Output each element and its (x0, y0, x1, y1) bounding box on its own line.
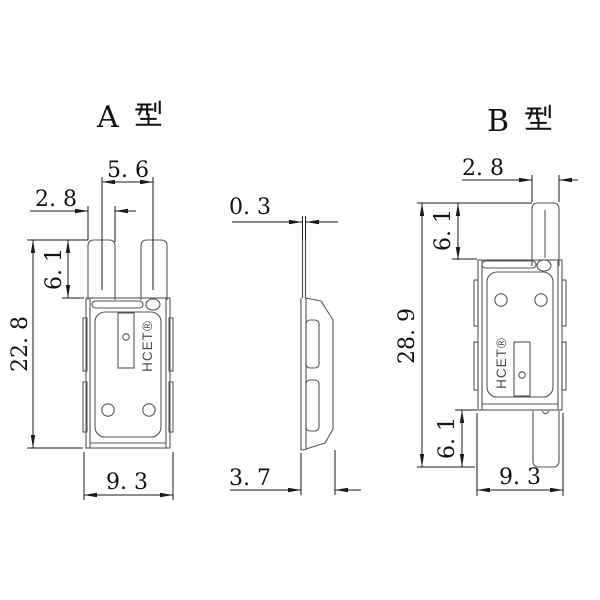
view-side-outline (300, 240, 334, 451)
type-a-left-clip-lower (82, 381, 88, 433)
type-b-left-clip-lower (473, 341, 479, 391)
dim-a-pin-pitch: 5. 6 (107, 158, 149, 183)
title-a-letter: A (97, 100, 119, 135)
type-b-bottom-terminal (532, 411, 560, 468)
type-a-inner-face (94, 311, 162, 438)
dim-a-pin-width: 2. 8 (35, 187, 77, 212)
side-body-profile (305, 297, 334, 450)
type-a-slot (117, 312, 135, 369)
title-type-a: A (97, 100, 162, 135)
type-a-right-clip-lower (168, 381, 174, 433)
dim-b-pin-top-length: 6. 1 (431, 209, 456, 251)
type-a-right-terminal (140, 239, 168, 300)
type-a-left-clip-upper (82, 317, 88, 372)
type-b-right-clip-upper (561, 279, 567, 327)
type-b-left-clip-upper (473, 279, 479, 327)
dim-b-pin-width: 2. 8 (462, 156, 504, 181)
dim-side-body-thickness: 3. 7 (229, 466, 271, 491)
brand-text-type-a: HCET® (140, 320, 155, 372)
view-type-b-outline: HCET® (473, 202, 567, 468)
side-clip-lower (305, 379, 320, 432)
dim-b-pin-bottom-length: 6. 1 (435, 417, 460, 459)
type-b-top-bar (481, 260, 537, 269)
dims-side: 0. 3 3. 7 (229, 195, 361, 495)
kanji-xing-glyph (134, 100, 162, 135)
dim-b-overall-height: 28. 9 (395, 308, 420, 364)
type-a-rivet-right (142, 403, 156, 417)
type-b-top-terminal (531, 202, 560, 266)
type-a-top-eyelet (145, 298, 161, 311)
side-clip-upper (305, 319, 320, 369)
brand-text-type-b: HCET® (494, 337, 509, 389)
type-a-right-clip-upper (168, 317, 174, 372)
dim-a-overall-height: 22. 8 (8, 316, 33, 372)
type-b-slot-hole (518, 371, 526, 379)
type-b-body (477, 259, 563, 411)
dims-type-a: 5. 6 2. 8 6. 1 22. 8 (8, 158, 174, 500)
type-a-rivet-left (101, 403, 115, 417)
type-a-top-bar (91, 300, 144, 309)
dim-a-body-width: 9. 3 (106, 470, 148, 495)
type-b-rivet-right (534, 293, 548, 307)
type-b-slot (513, 341, 531, 397)
title-type-b: B (487, 104, 552, 139)
type-b-right-clip-lower (561, 341, 567, 391)
dim-b-body-width: 9. 3 (499, 465, 541, 490)
dim-side-pin-thickness: 0. 3 (229, 195, 271, 220)
type-a-slot-hole (122, 333, 130, 341)
type-a-body (85, 297, 171, 449)
type-b-rivet-left (494, 293, 508, 307)
type-b-top-eyelet (536, 259, 552, 272)
dims-type-b: 2. 8 6. 1 28. 9 6. 1 (395, 156, 578, 496)
kanji-xing-glyph (525, 104, 552, 139)
view-type-a-outline: HCET® (82, 239, 174, 449)
type-b-inner-face (486, 271, 554, 398)
dim-a-pin-length: 6. 1 (42, 248, 67, 290)
title-b-letter: B (487, 104, 510, 139)
